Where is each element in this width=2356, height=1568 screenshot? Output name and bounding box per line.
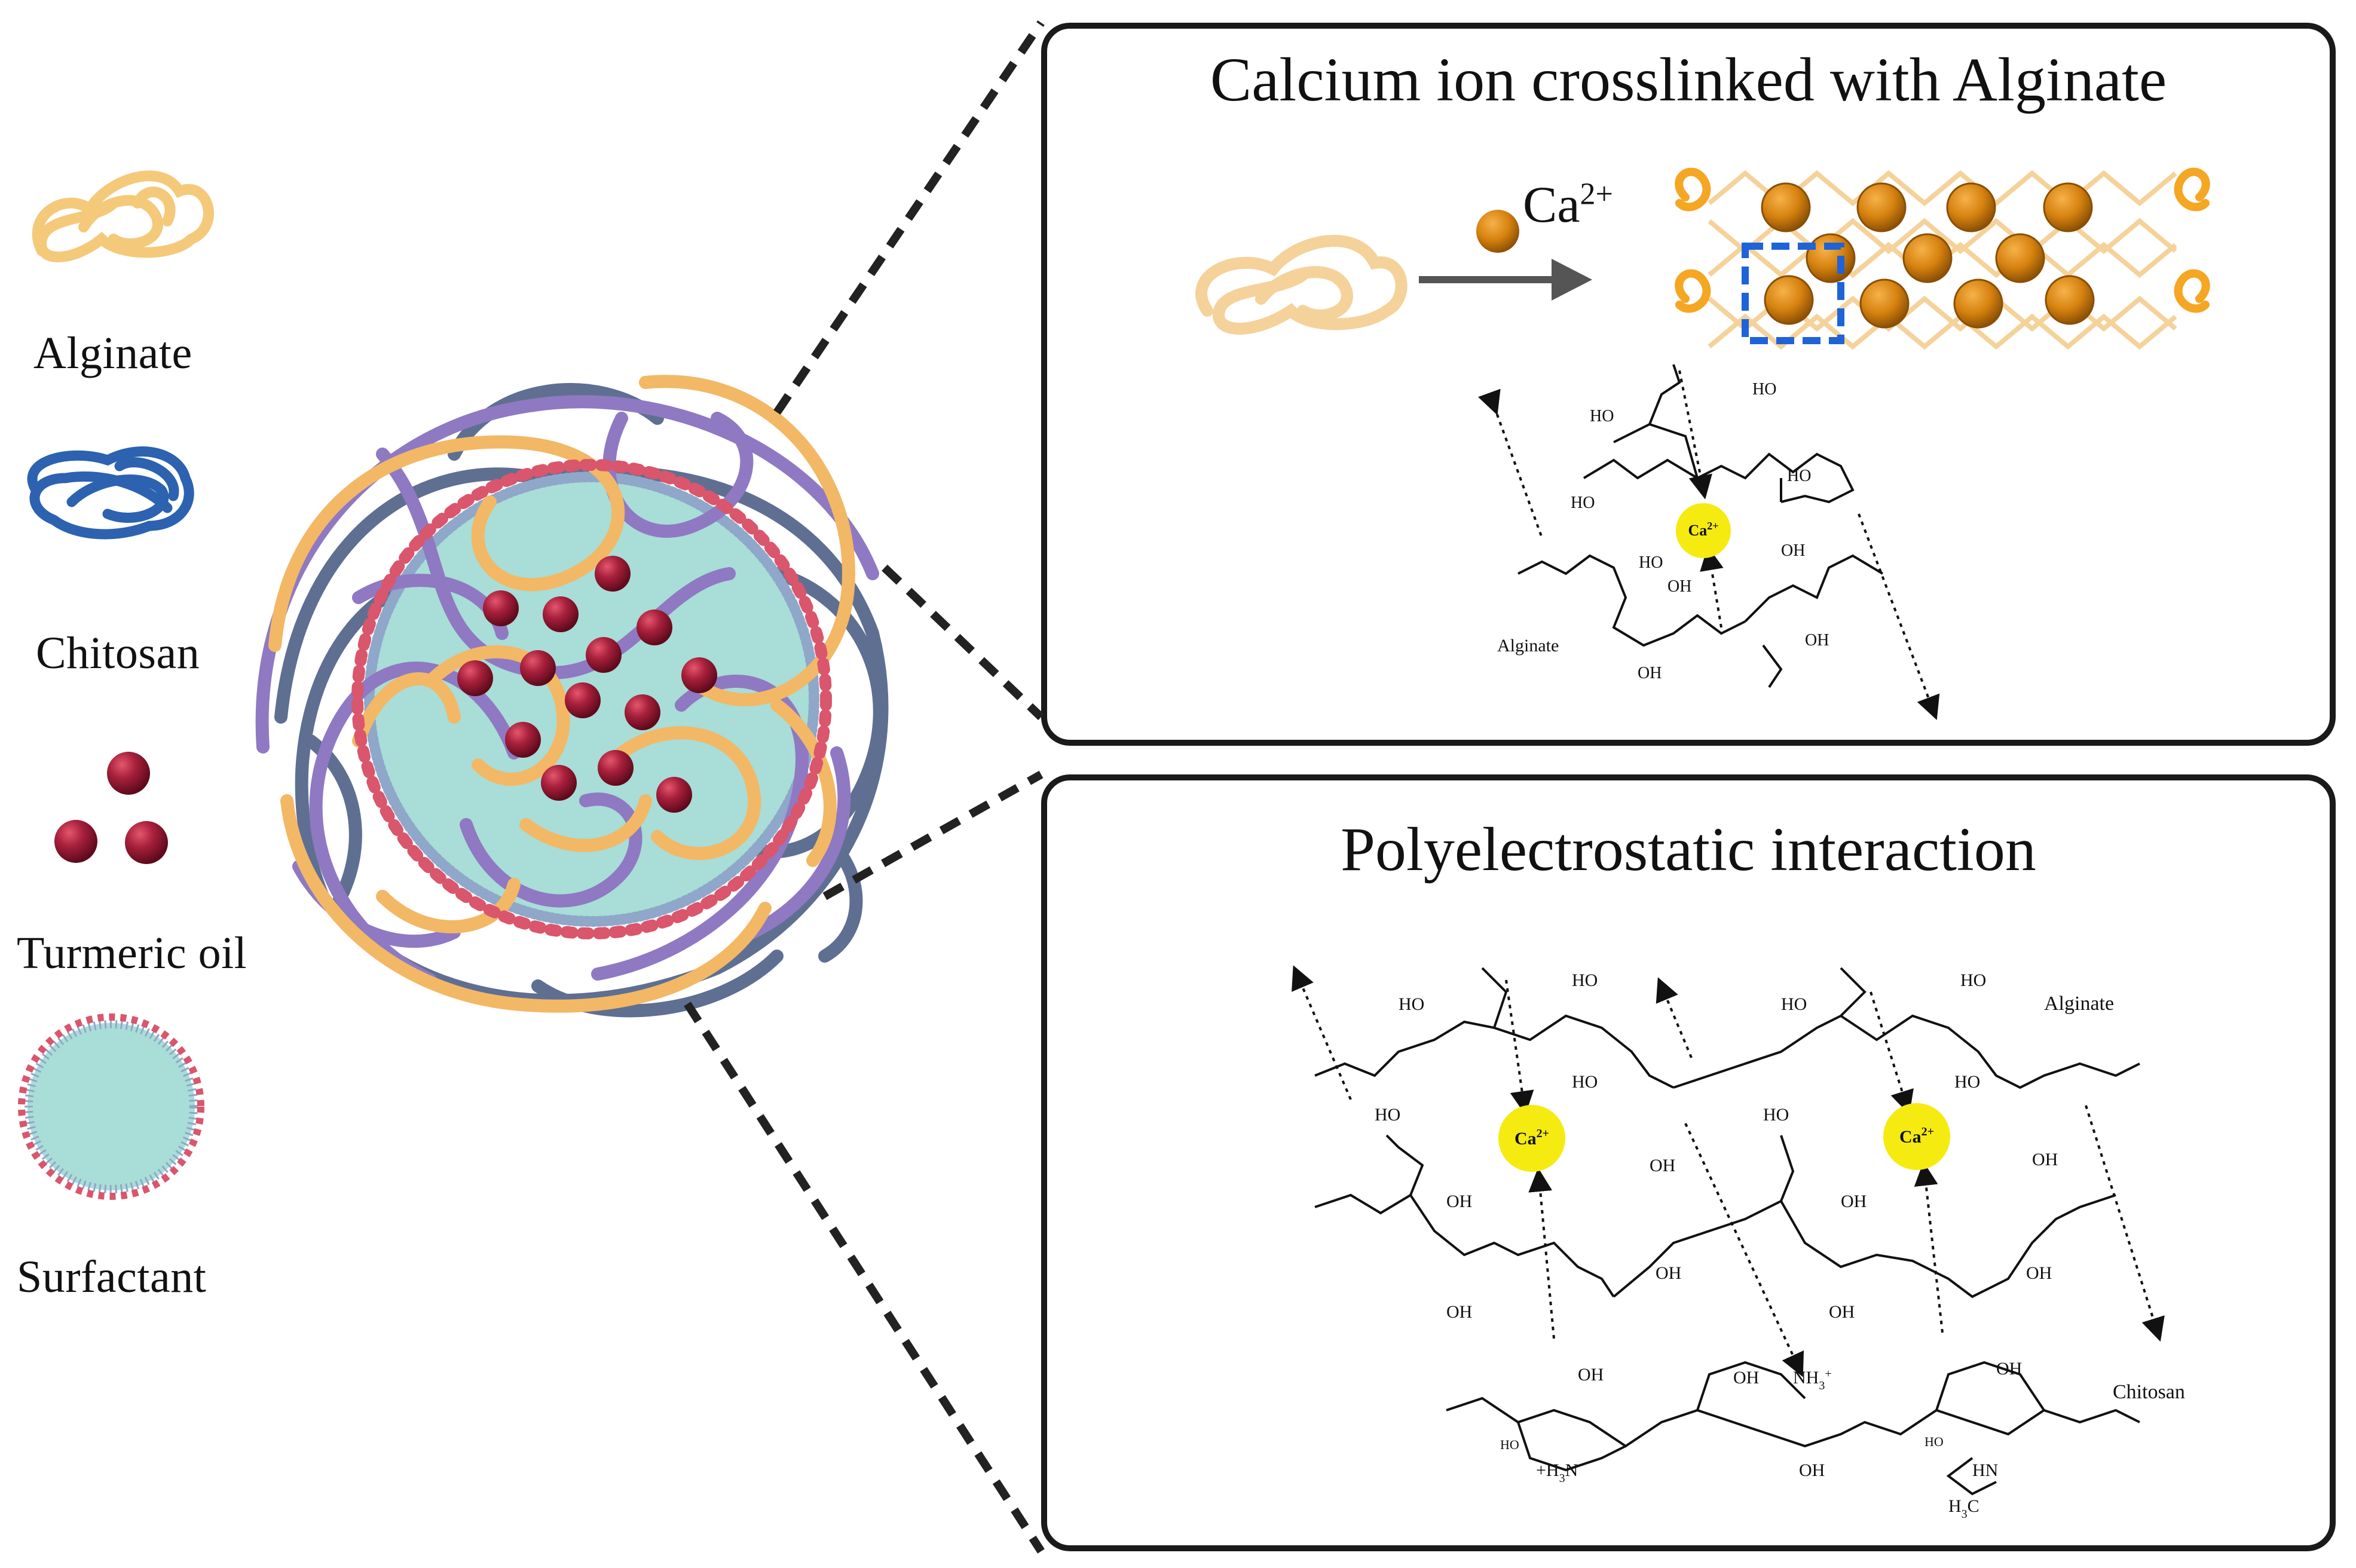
zoom-lines: [684, 20, 1045, 1554]
svg-text:OH: OH: [1446, 1302, 1472, 1322]
bottom-structure-labels: HO HO HO HO HO HO HO HO OH OH OH OH OH O…: [1375, 970, 2058, 1521]
svg-text:OH: OH: [1781, 541, 1805, 560]
calcium-ion-label: Ca2+: [1523, 176, 1613, 233]
svg-text:OH: OH: [1841, 1192, 1867, 1211]
legend-label-turmeric-oil: Turmeric oil: [17, 928, 247, 978]
svg-text:HO: HO: [1960, 970, 1986, 990]
bottom-alginate-label: Alginate: [2044, 993, 2114, 1015]
svg-text:OH: OH: [1667, 577, 1691, 596]
calcium-ion-icon: [1476, 210, 1519, 253]
svg-text:HO: HO: [1571, 494, 1595, 512]
svg-text:HO: HO: [1572, 1072, 1598, 1092]
legend-label-chitosan: Chitosan: [36, 628, 200, 678]
svg-text:HO: HO: [1787, 467, 1811, 485]
crosslink-panel: [1041, 23, 2336, 746]
svg-text:HO: HO: [1639, 553, 1663, 572]
svg-text:HO: HO: [1572, 970, 1598, 990]
svg-text:HO: HO: [1781, 994, 1807, 1014]
legend-label-surfactant: Surfactant: [17, 1252, 207, 1302]
alginate-coil-top: [1195, 235, 1408, 335]
alginate-coil-icon: [32, 170, 214, 262]
ca-badge-bottom-right-label: Ca2+: [1899, 1125, 1934, 1147]
nanoparticle: [255, 375, 889, 1018]
ca-badge-top-label: Ca2+: [1688, 520, 1718, 539]
chitosan-coil-icon: [27, 446, 194, 540]
micelle-icon: [18, 1013, 204, 1200]
svg-text:OH: OH: [1650, 1156, 1675, 1175]
svg-text:OH: OH: [1578, 1365, 1604, 1385]
highlight-box: [1742, 243, 1844, 344]
svg-text:OH: OH: [1996, 1359, 2022, 1379]
ca-badge-bottom-right: [1883, 1103, 1950, 1170]
oil-droplets-icon: [54, 752, 168, 864]
svg-text:HO: HO: [1500, 1437, 1519, 1452]
legend-label-alginate: Alginate: [33, 328, 192, 378]
svg-text:OH: OH: [2032, 1150, 2058, 1169]
svg-text:HN: HN: [1972, 1460, 1998, 1480]
top-structure-labels: HO HO HO HO HO OH OH OH OH: [1571, 380, 1829, 682]
ca-badge-bottom-left: [1498, 1105, 1565, 1172]
svg-text:HO: HO: [1752, 380, 1776, 399]
svg-text:OH: OH: [2026, 1263, 2052, 1283]
svg-text:OH: OH: [1656, 1263, 1681, 1283]
egg-box-structure: [1675, 167, 2210, 350]
svg-text:OH: OH: [1799, 1460, 1825, 1480]
svg-text:HO: HO: [1590, 407, 1614, 425]
svg-text:OH: OH: [1829, 1302, 1855, 1322]
polyelectrostatic-panel-title: Polyelectrostatic interaction: [1341, 815, 2036, 884]
svg-text:H3C: H3C: [1948, 1496, 1979, 1521]
crosslink-panel-title: Calcium ion crosslinked with Alginate: [1210, 45, 2167, 114]
svg-text:OH: OH: [1638, 664, 1662, 682]
top-alginate-structure: [1478, 364, 1940, 720]
top-alginate-label: Alginate: [1497, 636, 1559, 656]
svg-text:HO: HO: [1399, 994, 1424, 1014]
svg-text:NH3+: NH3+: [1793, 1367, 1832, 1392]
svg-text:+H3N: +H3N: [1536, 1460, 1578, 1485]
ca-badge-bottom-left-label: Ca2+: [1514, 1127, 1549, 1149]
svg-text:HO: HO: [1375, 1105, 1400, 1125]
svg-text:HO: HO: [1954, 1072, 1980, 1092]
svg-text:HO: HO: [1924, 1434, 1944, 1449]
svg-text:HO: HO: [1763, 1105, 1789, 1125]
svg-text:OH: OH: [1805, 631, 1829, 650]
svg-text:OH: OH: [1446, 1192, 1472, 1211]
polyelectrostatic-panel: [1041, 774, 2336, 1551]
bottom-chitosan-label: Chitosan: [2113, 1381, 2185, 1403]
svg-text:OH: OH: [1733, 1368, 1759, 1388]
ca-badge-top: [1676, 503, 1731, 558]
bottom-network-structure: [1292, 965, 2165, 1496]
